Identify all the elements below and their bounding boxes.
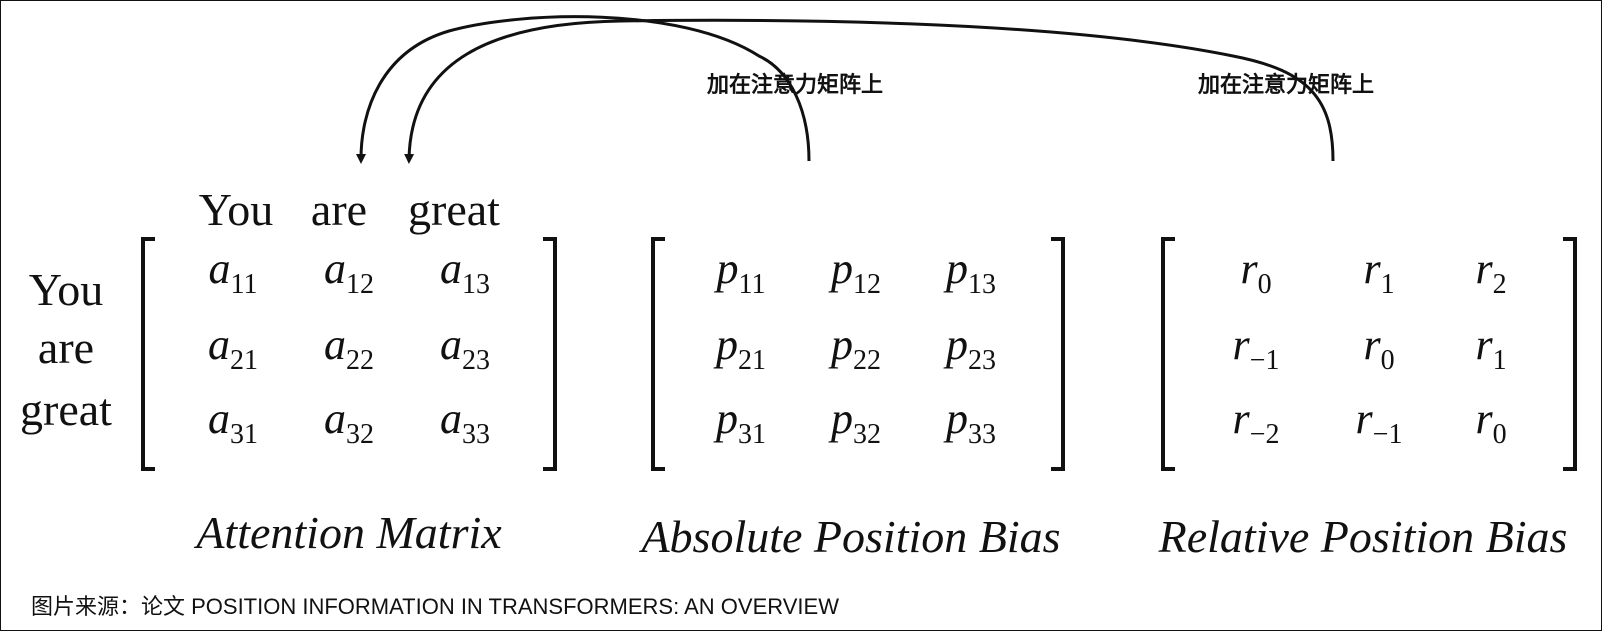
caption-attention-matrix: Attention Matrix	[196, 507, 502, 558]
matrix-cell: r0	[1240, 244, 1272, 300]
matrix-cell: r1	[1475, 320, 1507, 376]
arrow-absolute-to-attention	[356, 15, 811, 164]
matrix-cell: r2	[1475, 244, 1507, 300]
matrix-cell: a13	[440, 244, 490, 300]
matrix-cell: p22	[831, 320, 881, 376]
matrix-cell: a22	[324, 320, 374, 376]
column-header: are	[310, 184, 368, 235]
matrix-cell: a21	[208, 320, 258, 376]
matrix-cell: r−2	[1232, 394, 1280, 450]
matrix-cell: a32	[324, 394, 374, 450]
row-label: are	[37, 322, 95, 373]
matrix-bracket-right	[1563, 237, 1577, 471]
matrix-cell: p13	[946, 244, 996, 300]
matrix-cell: r−1	[1232, 320, 1280, 376]
matrix-cell: r1	[1363, 244, 1395, 300]
matrix-cell: r0	[1475, 394, 1507, 450]
matrix-cell: a12	[324, 244, 374, 300]
matrix-cell: r0	[1363, 320, 1395, 376]
matrix-bracket-left	[141, 237, 155, 471]
matrix-cell: a33	[440, 394, 490, 450]
column-header: You	[198, 184, 274, 235]
caption-relative-position-bias: Relative Position Bias	[1158, 511, 1568, 562]
matrix-cell: p21	[716, 320, 766, 376]
row-label: You	[28, 264, 104, 315]
matrix-cell: p33	[946, 394, 996, 450]
image-source-note: 图片来源：论文 POSITION INFORMATION IN TRANSFOR…	[31, 594, 839, 619]
row-label: great	[20, 384, 112, 435]
matrix-cell: a31	[208, 394, 258, 450]
matrix-bracket-right	[1051, 237, 1065, 471]
matrix-cell: p32	[831, 394, 881, 450]
matrix-bracket-left	[1161, 237, 1175, 471]
annotation-relative: 加在注意力矩阵上	[1198, 72, 1375, 97]
arrow-relative-to-attention	[404, 18, 1335, 164]
caption-absolute-position-bias: Absolute Position Bias	[641, 511, 1061, 562]
column-header: great	[408, 184, 500, 235]
matrix-cell: r−1	[1355, 394, 1403, 450]
matrix-cell: p11	[716, 244, 766, 300]
matrix-cell: p31	[716, 394, 766, 450]
annotation-absolute: 加在注意力矩阵上	[707, 72, 884, 97]
matrix-cell: p23	[946, 320, 996, 376]
matrix-cell: a11	[208, 244, 258, 300]
matrix-cell: a23	[440, 320, 490, 376]
matrix-bracket-left	[651, 237, 665, 471]
matrix-bracket-right	[543, 237, 557, 471]
matrix-cell: p12	[831, 244, 881, 300]
